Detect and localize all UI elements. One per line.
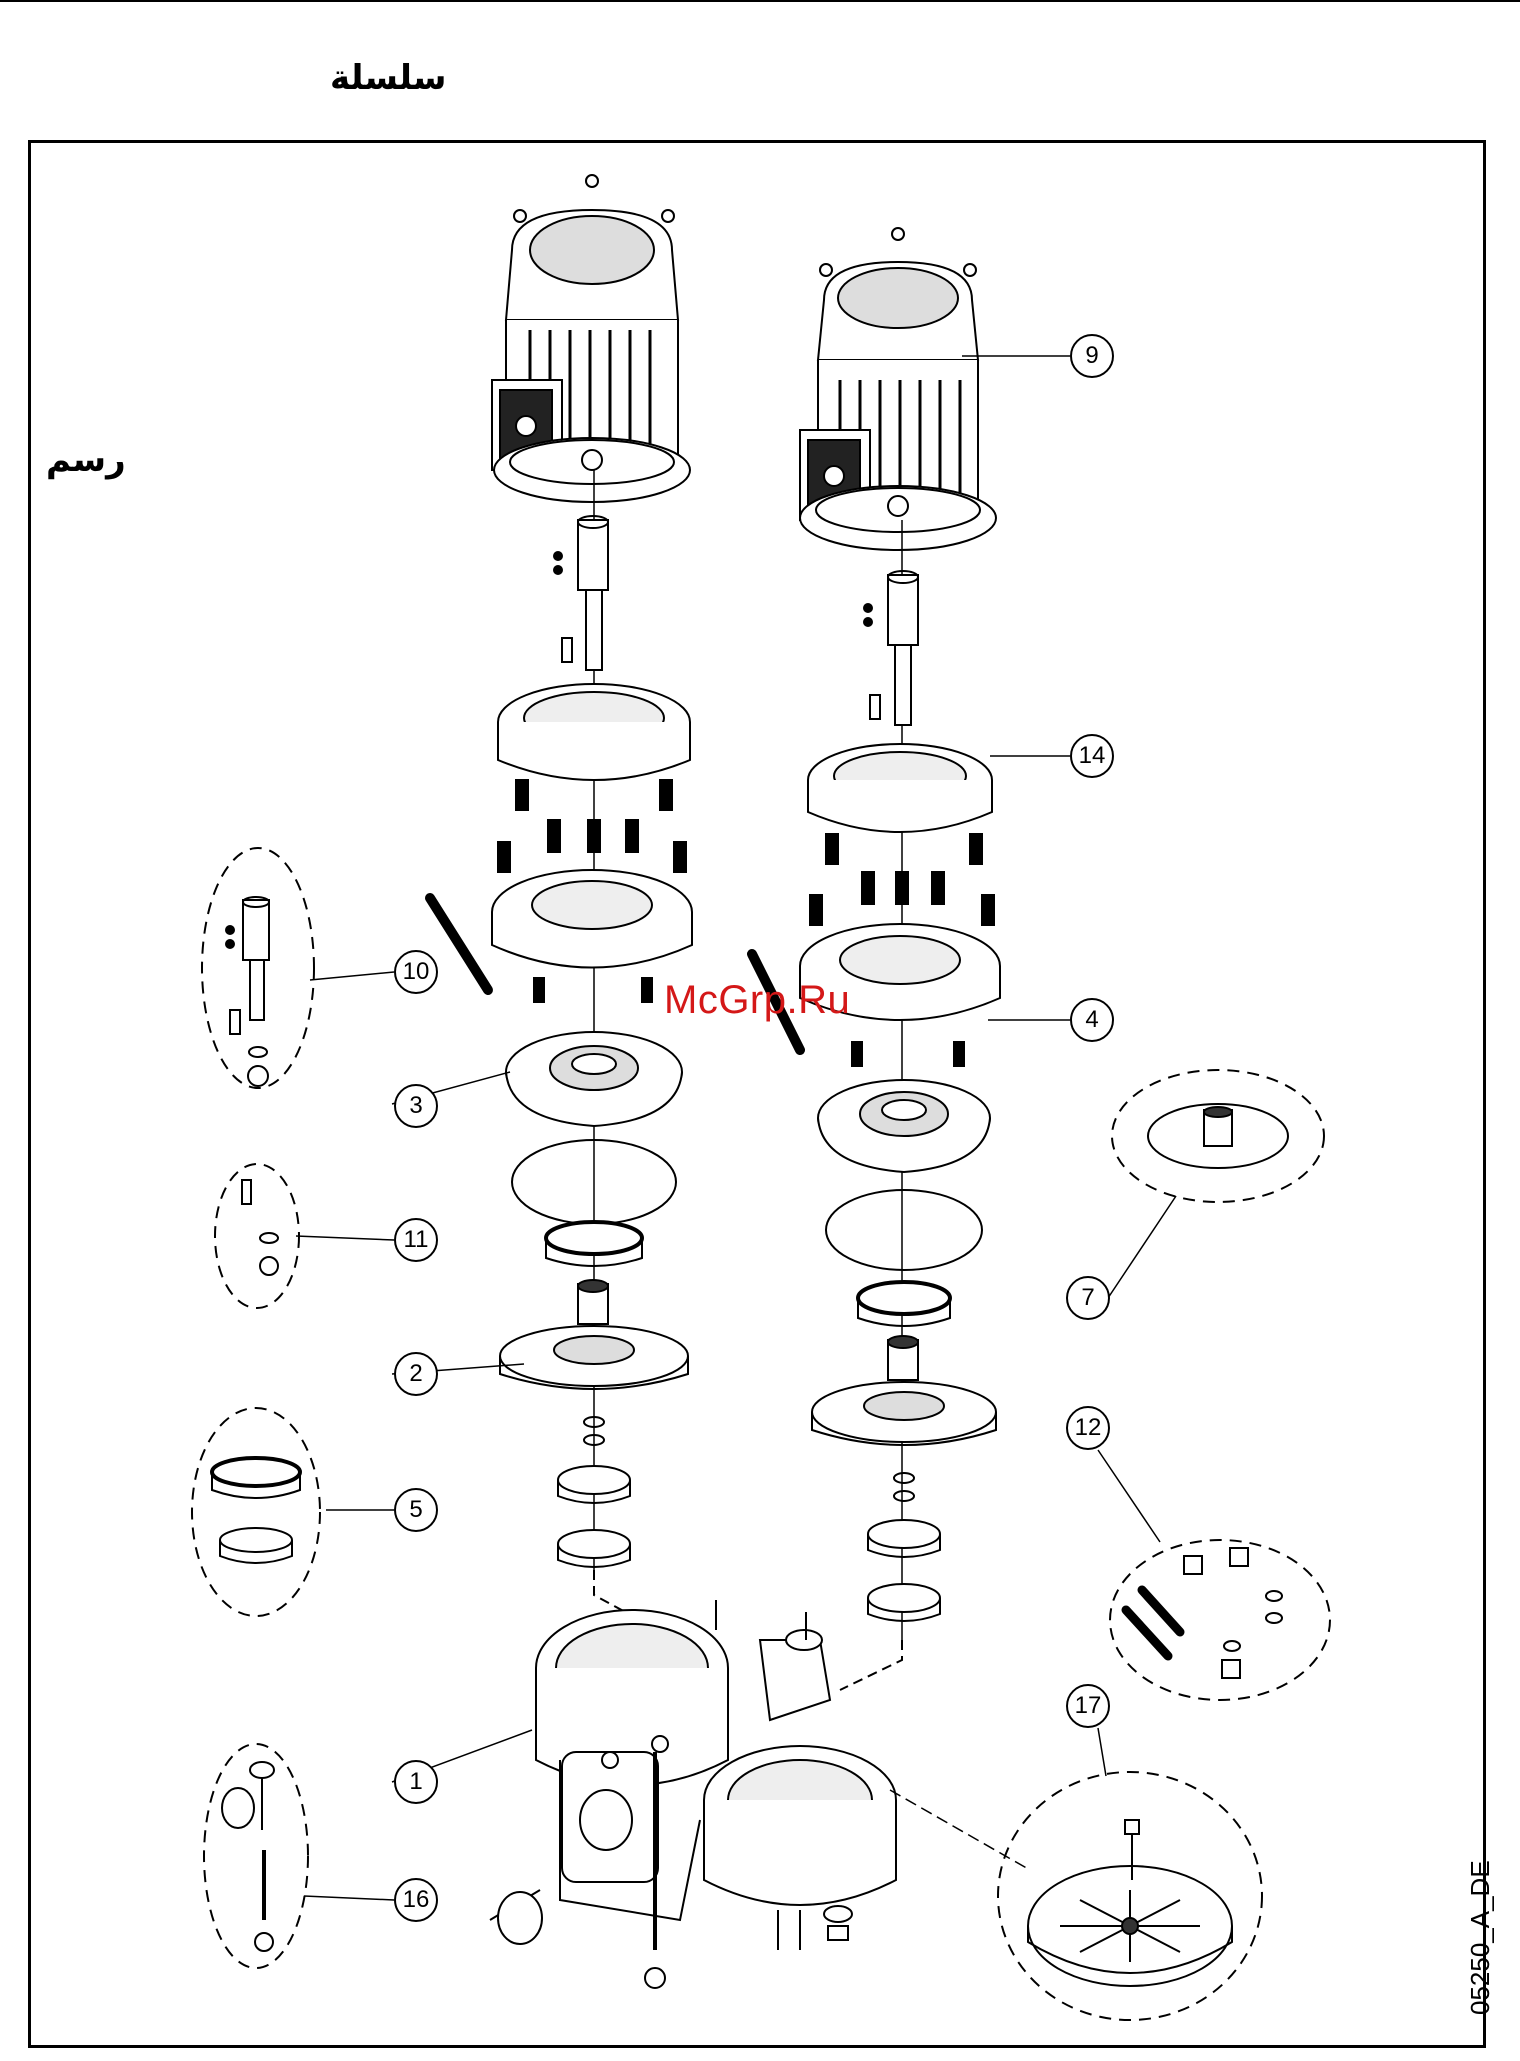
group-10-shaft-kit xyxy=(202,848,314,1088)
right-rotating-assembly xyxy=(812,1190,996,1621)
group-7-seal-kit xyxy=(1112,1070,1324,1202)
group-16-valve-kit xyxy=(204,1744,308,1968)
callout-3: 3 xyxy=(394,1084,438,1128)
right-lantern-bracket xyxy=(808,744,994,925)
callout-9: 9 xyxy=(1070,334,1114,378)
callout-16: 16 xyxy=(394,1878,438,1922)
group-5-wear-rings xyxy=(192,1408,320,1616)
group-17-blind-flange xyxy=(998,1772,1262,2020)
callout-17: 17 xyxy=(1066,1684,1110,1728)
right-motor xyxy=(800,228,996,550)
callout-1: 1 xyxy=(394,1760,438,1804)
drawing-code: 05250_A_DE xyxy=(1465,1860,1496,2015)
left-lantern-bracket xyxy=(498,684,690,872)
right-volute-cover xyxy=(818,1080,990,1172)
callout-5: 5 xyxy=(394,1488,438,1532)
group-12-plug-kit xyxy=(1110,1540,1330,1700)
callout-4: 4 xyxy=(1070,998,1114,1042)
callout-2: 2 xyxy=(394,1352,438,1396)
watermark-text: McGrp.Ru xyxy=(664,978,850,1023)
callout-12: 12 xyxy=(1066,1406,1110,1450)
left-motor xyxy=(492,175,690,502)
pump-housing xyxy=(490,1570,902,1988)
group-11-key-washer-nut xyxy=(215,1164,299,1308)
callout-14: 14 xyxy=(1070,734,1114,778)
leader-lines xyxy=(296,356,1176,1900)
left-shaft xyxy=(554,470,608,1570)
left-adapter xyxy=(430,870,692,1002)
left-volute-cover xyxy=(506,1032,682,1126)
callout-7: 7 xyxy=(1066,1276,1110,1320)
callout-11: 11 xyxy=(394,1218,438,1262)
callout-10: 10 xyxy=(394,950,438,994)
